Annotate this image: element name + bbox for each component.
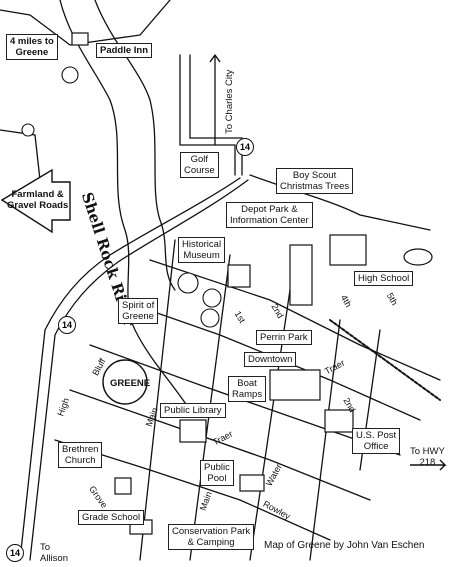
to-hwy-line2: 218 bbox=[419, 457, 436, 468]
public-library-label: Public Library bbox=[160, 403, 226, 418]
grade-school-label: Grade School bbox=[78, 510, 145, 525]
farmland-line2: Gravel Roads bbox=[7, 200, 69, 211]
river-west-bank bbox=[59, 0, 191, 411]
top-road bbox=[0, 0, 171, 46]
public-pool-line2: Pool bbox=[207, 473, 227, 484]
east-road bbox=[249, 174, 431, 231]
high-school-label: High School bbox=[354, 271, 414, 286]
football-icon bbox=[403, 248, 433, 266]
depot-park-label: Depot Park & Information Center bbox=[226, 202, 313, 228]
to-hwy-line1: To HWY bbox=[410, 446, 445, 457]
depot-building bbox=[289, 244, 313, 306]
public-pool-line1: Public bbox=[204, 462, 230, 473]
spirit-of-greene-label: Spirit of Greene bbox=[118, 298, 159, 324]
highway-14-diagonal bbox=[19, 177, 241, 561]
boat-ramps-label: Boat Ramps bbox=[228, 376, 267, 402]
golf-line2: Course bbox=[184, 165, 215, 176]
museum-building bbox=[227, 264, 251, 288]
downtown-block bbox=[269, 369, 321, 401]
brethren-line1: Brethren bbox=[62, 444, 99, 455]
boat-line2: Ramps bbox=[232, 389, 263, 400]
conservation-line2: & Camping bbox=[187, 537, 235, 548]
highway-14-north-b bbox=[189, 54, 243, 176]
railroad bbox=[329, 319, 441, 401]
conservation-line1: Conservation Park bbox=[172, 526, 251, 537]
farmland-arrow-icon bbox=[0, 168, 71, 234]
historical-museum-label: Historical Museum bbox=[178, 237, 226, 263]
post-office-building bbox=[324, 409, 354, 433]
water-tower bbox=[102, 359, 148, 405]
library-building bbox=[179, 419, 207, 443]
four-miles-line2: Greene bbox=[15, 47, 49, 58]
boat-line1: Boat bbox=[237, 378, 257, 389]
depot-line2: Information Center bbox=[230, 215, 309, 226]
paddle-inn-building bbox=[71, 32, 89, 46]
boy-scout-line1: Boy Scout bbox=[292, 170, 337, 181]
conservation-park-label: Conservation Park & Camping bbox=[168, 524, 255, 550]
golf-line1: Golf bbox=[190, 154, 209, 165]
to-allison-label: To Allison bbox=[40, 542, 68, 564]
tree-icon bbox=[61, 66, 79, 84]
highway-14-diagonal-b bbox=[29, 179, 249, 561]
boy-scout-label: Boy Scout Christmas Trees bbox=[276, 168, 354, 194]
tree-icon bbox=[200, 308, 220, 328]
to-allison-line1: To bbox=[40, 542, 51, 553]
highway-14-shield-north: 14 bbox=[236, 138, 254, 156]
to-hwy-label: To HWY 218 bbox=[410, 446, 445, 468]
spirit-line1: Spirit of bbox=[122, 300, 155, 311]
highway-14-north bbox=[179, 54, 236, 176]
to-charles-city-label: To Charles City bbox=[224, 69, 235, 134]
golf-course-label: Golf Course bbox=[180, 152, 219, 178]
public-pool-label: Public Pool bbox=[200, 460, 234, 486]
to-allison-line2: Allison bbox=[40, 553, 68, 564]
museum-line2: Museum bbox=[183, 250, 220, 261]
farmland-line1: Farmland & bbox=[11, 189, 64, 200]
post-office-line1: U.S. Post bbox=[356, 430, 397, 441]
depot-line1: Depot Park & bbox=[241, 204, 298, 215]
brethren-church-label: Brethren Church bbox=[58, 442, 103, 468]
post-office-label: U.S. Post Office bbox=[352, 428, 401, 454]
pool-building bbox=[239, 474, 265, 492]
map-credit: Map of Greene by John Van Eschen bbox=[264, 540, 425, 551]
downtown-label: Downtown bbox=[244, 352, 297, 367]
boy-scout-line2: Christmas Trees bbox=[280, 181, 350, 192]
hwy-arrow-icon bbox=[410, 459, 447, 471]
high-school-building bbox=[329, 234, 367, 266]
museum-line1: Historical bbox=[182, 239, 222, 250]
west-road bbox=[0, 129, 41, 181]
charles-city-arrow-icon bbox=[209, 54, 221, 63]
paddle-inn-label: Paddle Inn bbox=[96, 43, 153, 58]
water-tower-label: GREENE bbox=[110, 378, 151, 389]
four-miles-label: 4 miles to Greene bbox=[6, 34, 58, 60]
highway-14-shield-south: 14 bbox=[6, 544, 24, 562]
four-miles-line1: 4 miles to bbox=[10, 36, 54, 47]
church-building bbox=[114, 477, 132, 495]
farmland-label: Farmland & Gravel Roads bbox=[4, 188, 71, 212]
highway-14-shield-mid: 14 bbox=[58, 316, 76, 334]
spirit-line2: Greene bbox=[122, 311, 154, 322]
tree-icon bbox=[202, 288, 222, 308]
tree-icon bbox=[177, 272, 199, 294]
post-office-line2: Office bbox=[363, 441, 389, 452]
perrin-park-label: Perrin Park bbox=[256, 330, 312, 345]
tree-icon bbox=[21, 123, 35, 137]
brethren-line2: Church bbox=[64, 455, 96, 466]
